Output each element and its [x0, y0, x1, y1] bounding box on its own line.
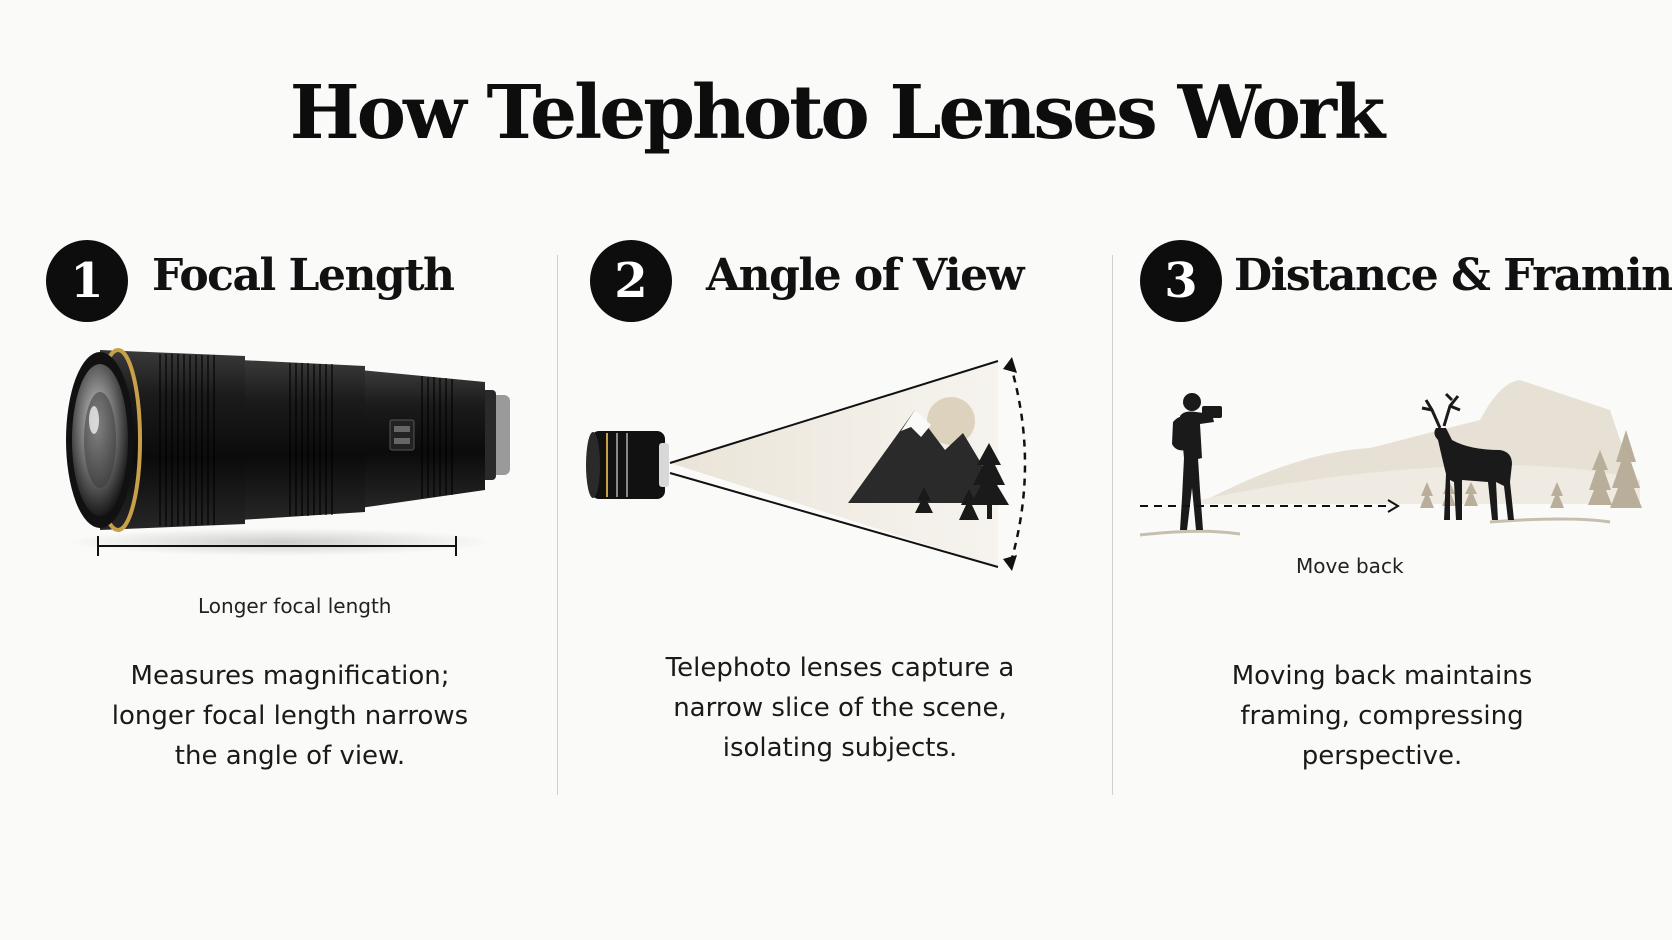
step-title-angle-of-view: Angle of View — [706, 250, 1024, 301]
deer-icon — [1421, 392, 1514, 520]
focal-length-caption: Longer focal length — [198, 594, 392, 618]
description-line: Telephoto lenses capture a — [665, 653, 1015, 683]
page-title: How Telephoto Lenses Work — [289, 70, 1386, 156]
focal-length-description: Measures magnification; longer focal len… — [40, 656, 540, 776]
step-badge-2: 2 — [590, 240, 672, 322]
telephoto-lens-illustration — [65, 348, 510, 556]
description-line: longer focal length narrows — [111, 701, 469, 731]
distance-framing-description: Moving back maintains framing, compressi… — [1132, 656, 1632, 776]
description-line: framing, compressing — [1240, 701, 1524, 731]
step-title-distance-framing: Distance & Framing — [1234, 250, 1672, 301]
angle-of-view-illustration — [586, 357, 1027, 571]
divider-1 — [557, 255, 558, 795]
step-badge-1: 1 — [46, 240, 128, 322]
description-line: isolating subjects. — [722, 733, 958, 763]
distance-framing-illustration — [1139, 380, 1642, 537]
photographer-icon — [1172, 393, 1222, 530]
angle-of-view-description: Telephoto lenses capture a narrow slice … — [590, 648, 1090, 768]
description-line: narrow slice of the scene, — [673, 693, 1007, 723]
divider-2 — [1112, 255, 1113, 795]
description-line: Measures magnification; — [130, 661, 450, 691]
description-line: the angle of view. — [174, 741, 406, 771]
move-back-caption: Move back — [1296, 554, 1404, 578]
small-lens-icon — [586, 431, 669, 499]
step-title-focal-length: Focal Length — [152, 250, 455, 301]
description-line: Moving back maintains — [1231, 661, 1533, 691]
description-line: perspective. — [1301, 741, 1463, 771]
step-badge-3: 3 — [1140, 240, 1222, 322]
focal-length-dimension-line — [97, 536, 457, 556]
